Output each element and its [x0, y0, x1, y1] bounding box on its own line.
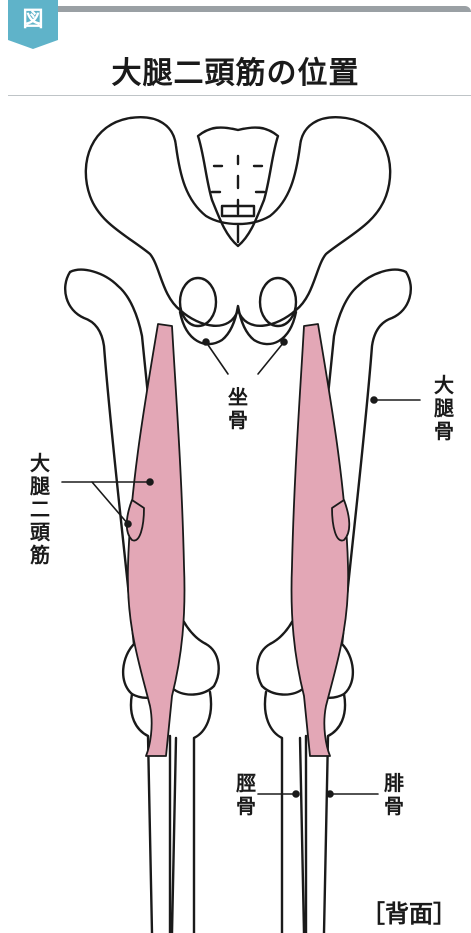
- label-char: 腓: [382, 772, 406, 795]
- label-char: 骨: [432, 420, 456, 443]
- header-rule: [58, 6, 471, 12]
- figure-badge: 図: [8, 0, 58, 40]
- label-fibula: 腓 骨: [382, 772, 406, 818]
- label-char: 筋: [28, 544, 52, 567]
- label-char: 脛: [234, 772, 258, 795]
- label-sciatic: 坐 骨: [226, 386, 250, 432]
- label-char: 腿: [432, 397, 456, 420]
- label-char: 頭: [28, 521, 52, 544]
- label-char: 大: [432, 374, 456, 397]
- label-char: 大: [28, 452, 52, 475]
- label-biceps-femoris: 大 腿 二 頭 筋: [28, 452, 52, 567]
- label-char: 骨: [226, 409, 250, 432]
- view-label: ［背面］: [361, 894, 457, 929]
- label-char: 坐: [226, 386, 250, 409]
- label-tibia: 脛 骨: [234, 772, 258, 818]
- label-char: 腿: [28, 475, 52, 498]
- figure-title: 大腿二頭筋の位置: [0, 48, 471, 92]
- pelvis: [86, 117, 390, 344]
- label-char: 骨: [234, 795, 258, 818]
- label-char: 骨: [382, 795, 406, 818]
- label-char: 二: [28, 498, 52, 521]
- label-femur: 大 腿 骨: [432, 374, 456, 443]
